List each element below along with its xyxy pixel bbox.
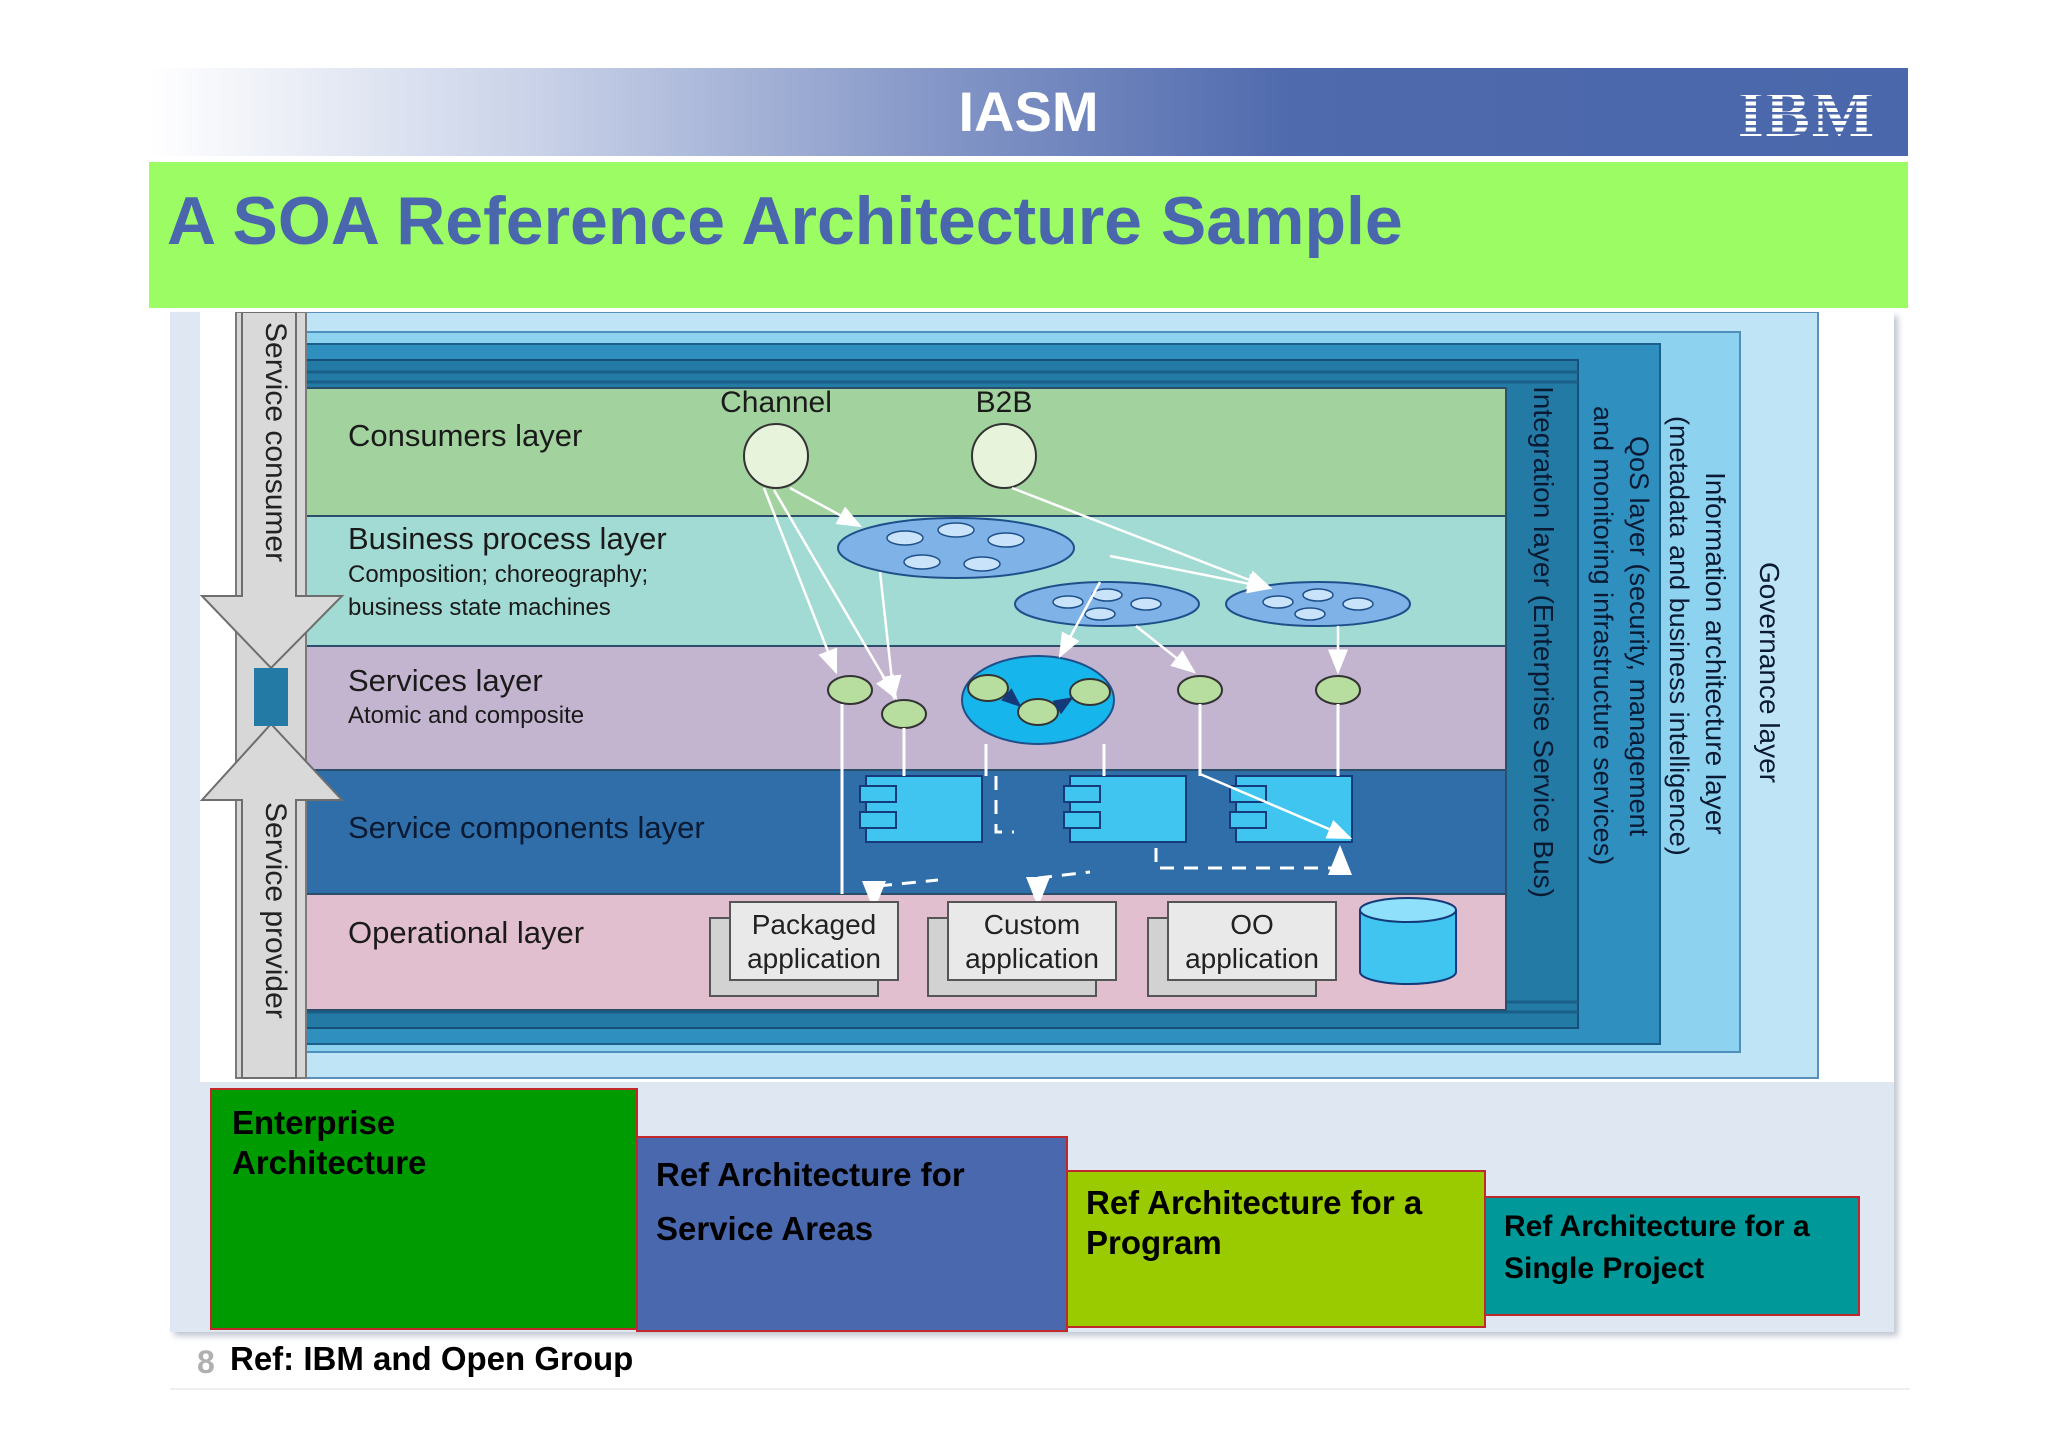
service-components-layer-label: Service components layer — [348, 810, 705, 845]
diagram-panel: Service consumer Service provider Consum… — [170, 312, 1894, 1332]
soa-reference-architecture-diagram: Service consumer Service provider Consum… — [199, 312, 1894, 1082]
channel-node — [743, 423, 809, 489]
packaged-application-label-1: Packaged — [752, 909, 877, 940]
services-layer-label: Services layer — [348, 663, 543, 698]
service-consumer-arrow — [199, 312, 345, 670]
oo-application-label-1: OO — [1230, 909, 1274, 940]
business-process-layer-label: Business process layer — [348, 521, 667, 556]
consumers-layer-label: Consumers layer — [348, 418, 582, 453]
level-single-project-label-1: Ref Architecture for a — [1504, 1210, 1810, 1243]
level-program-label-1: Ref Architecture for a — [1086, 1184, 1423, 1221]
process-ellipse-3 — [1225, 581, 1411, 627]
level-single-project: Ref Architecture for a Single Project — [1484, 1196, 1860, 1316]
b2b-label: B2B — [976, 386, 1033, 419]
level-enterprise-label-1: Enterprise — [232, 1104, 396, 1141]
header-bar: IASM IBM — [149, 68, 1908, 156]
process-ellipse-2 — [1014, 581, 1200, 627]
service-consumer-label: Service consumer — [259, 322, 292, 562]
reference-note: Ref: IBM and Open Group — [230, 1340, 634, 1377]
qos-layer-label-1: QoS layer (security, management — [1624, 436, 1654, 837]
qos-layer-label-2: and monitoring infrastructure services) — [1588, 406, 1618, 865]
header-title: IASM — [958, 80, 1099, 143]
information-layer-label-1: Information architecture layer — [1700, 472, 1731, 835]
level-service-areas-label-2: Service Areas — [656, 1210, 874, 1247]
service-provider-arrow — [199, 722, 345, 1079]
title-band: A SOA Reference Architecture Sample — [149, 162, 1908, 308]
level-program-label-2: Program — [1086, 1224, 1222, 1261]
information-layer-label-2: (metadata and business intelligence) — [1664, 416, 1694, 856]
level-single-project-label-2: Single Project — [1504, 1252, 1705, 1285]
operational-layer-label: Operational layer — [348, 915, 584, 950]
ibm-logo-text: IBM — [1738, 82, 1876, 142]
database-icon — [1359, 897, 1457, 985]
composite-service — [961, 655, 1115, 745]
service-node-4 — [1315, 675, 1361, 705]
services-layer-sub: Atomic and composite — [348, 702, 584, 729]
oo-application-label-2: application — [1185, 943, 1319, 974]
service-node-2 — [881, 699, 927, 729]
dashed-links — [862, 776, 1352, 911]
service-node-1 — [827, 675, 873, 705]
service-component-1 — [859, 775, 983, 843]
flow-arrows — [762, 486, 1353, 840]
process-ellipse-1 — [837, 517, 1075, 579]
business-process-sub1: Composition; choreography; — [348, 561, 648, 588]
custom-application: Custom application — [927, 901, 1117, 997]
b2b-node — [971, 423, 1037, 489]
slide-title: A SOA Reference Architecture Sample — [167, 183, 1403, 259]
channel-label: Channel — [720, 386, 832, 419]
level-service-areas-label-1: Ref Architecture for — [656, 1156, 965, 1193]
support-lines — [840, 704, 1340, 894]
level-enterprise-architecture: Enterprise Architecture — [210, 1088, 638, 1330]
governance-layer-label: Governance layer — [1754, 562, 1785, 783]
packaged-application-label-2: application — [747, 943, 881, 974]
custom-application-label-1: Custom — [984, 909, 1080, 940]
custom-application-label-2: application — [965, 943, 1099, 974]
oo-application: OO application — [1147, 901, 1337, 997]
services-layer-band — [305, 645, 1507, 771]
page-number: 8 — [197, 1344, 215, 1380]
service-component-2 — [1063, 775, 1187, 843]
packaged-application: Packaged application — [709, 901, 899, 997]
service-column-bus-segment — [254, 668, 288, 726]
level-service-areas: Ref Architecture for Service Areas — [636, 1136, 1068, 1332]
integration-layer-label: Integration layer (Enterprise Service Bu… — [1528, 386, 1559, 898]
business-process-sub2: business state machines — [348, 594, 611, 621]
ibm-logo: IBM — [1738, 82, 1876, 142]
footer-divider — [170, 1388, 1910, 1390]
service-provider-label: Service provider — [259, 802, 292, 1019]
consumers-layer-band — [305, 387, 1507, 517]
level-enterprise-label-2: Architecture — [232, 1144, 427, 1181]
service-node-3 — [1177, 675, 1223, 705]
level-program: Ref Architecture for a Program — [1066, 1170, 1486, 1328]
